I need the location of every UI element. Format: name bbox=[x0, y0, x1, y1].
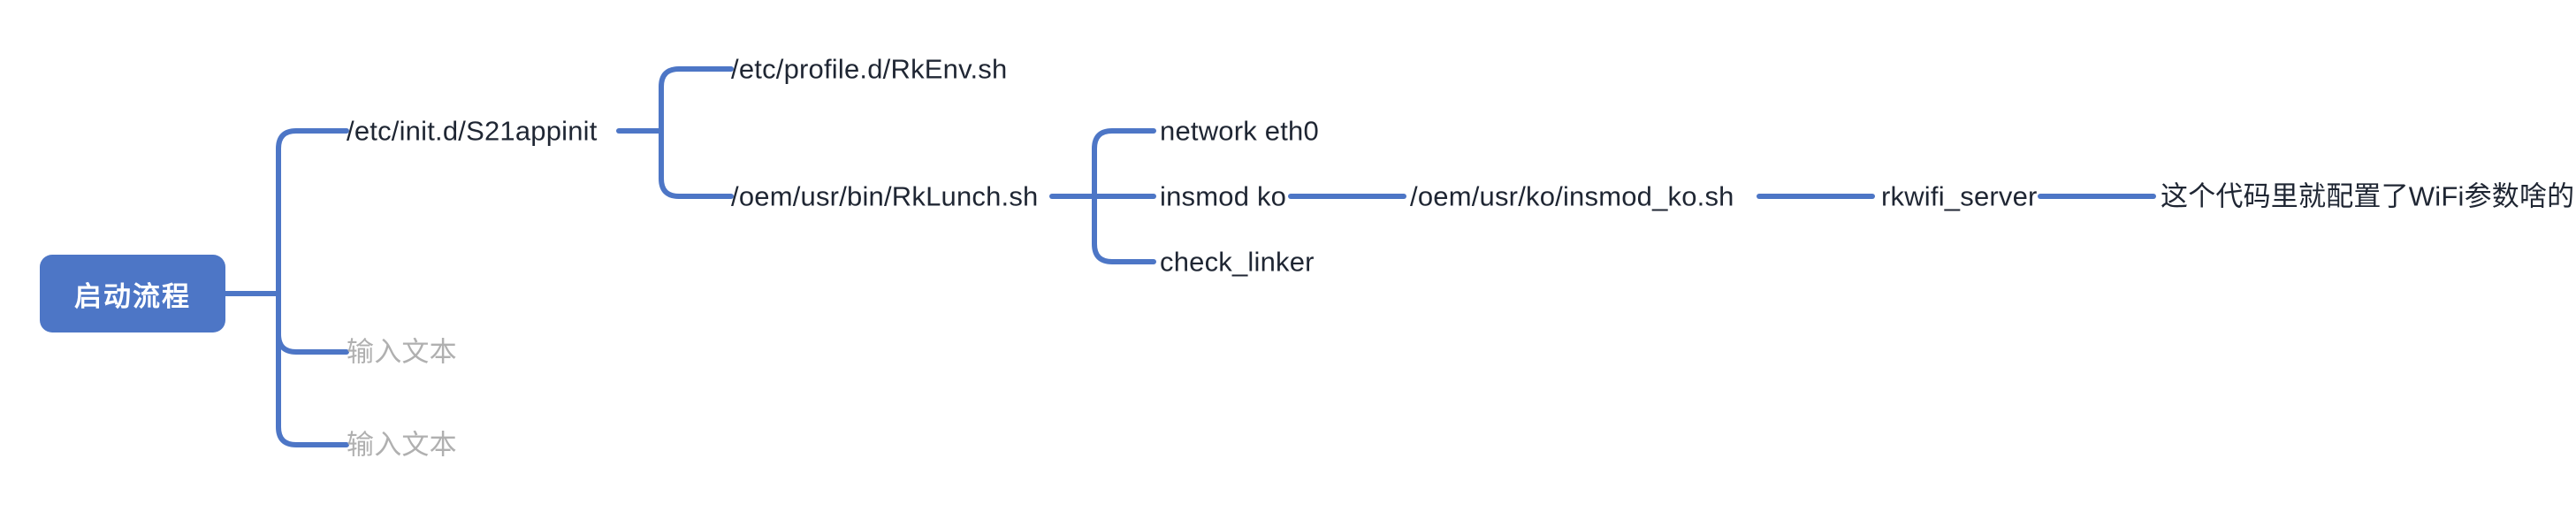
node-placeholder-1[interactable]: 输入文本 bbox=[347, 336, 457, 368]
node-oem-usr-ko-insmod-ko-sh[interactable]: /oem/usr/ko/insmod_ko.sh bbox=[1410, 180, 1734, 212]
node-rkwifi-server[interactable]: rkwifi_server bbox=[1881, 180, 2038, 212]
node-network-eth0[interactable]: network eth0 bbox=[1160, 115, 1319, 147]
connector-trunk-level1-c bbox=[276, 291, 349, 447]
connector-trunk-level1-b bbox=[276, 291, 349, 355]
node-wifi-config-note[interactable]: 这个代码里就配置了WiFi参数啥的 bbox=[2161, 180, 2575, 212]
connector-trunk-level1 bbox=[276, 128, 349, 296]
connector-trunk-level3-c bbox=[1092, 194, 1156, 264]
node-oem-usr-bin-rklunch-sh[interactable]: /oem/usr/bin/RkLunch.sh bbox=[731, 180, 1039, 212]
node-etc-profile-d-rkenv-sh[interactable]: /etc/profile.d/RkEnv.sh bbox=[731, 53, 1008, 85]
root-node-label: 启动流程 bbox=[74, 280, 191, 312]
node-etc-init-d-s21appinit[interactable]: /etc/init.d/S21appinit bbox=[347, 115, 598, 147]
root-node-startup-flow[interactable]: 启动流程 bbox=[40, 255, 225, 332]
connector-trunk-level2-b bbox=[659, 128, 734, 199]
connector-trunk-level3-a bbox=[1092, 128, 1156, 199]
connector-trunk-level2-a bbox=[659, 66, 734, 134]
node-insmod-ko[interactable]: insmod ko bbox=[1160, 180, 1287, 212]
node-check-linker[interactable]: check_linker bbox=[1160, 246, 1315, 278]
node-placeholder-2[interactable]: 输入文本 bbox=[347, 429, 457, 461]
